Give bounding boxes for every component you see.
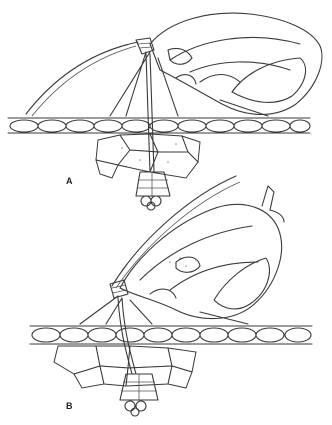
panel-label-b: B: [66, 401, 73, 411]
panel-b-drawing: [30, 176, 312, 416]
panel-label-a: A: [66, 176, 73, 186]
panel-a-leaf-surface: [8, 118, 310, 133]
panel-b-leaf-surface: [30, 326, 312, 344]
panel-a-egg-cluster: [136, 172, 170, 210]
panel-a-tissue-cells: [96, 134, 200, 178]
panel-a-drawing: [8, 13, 322, 210]
